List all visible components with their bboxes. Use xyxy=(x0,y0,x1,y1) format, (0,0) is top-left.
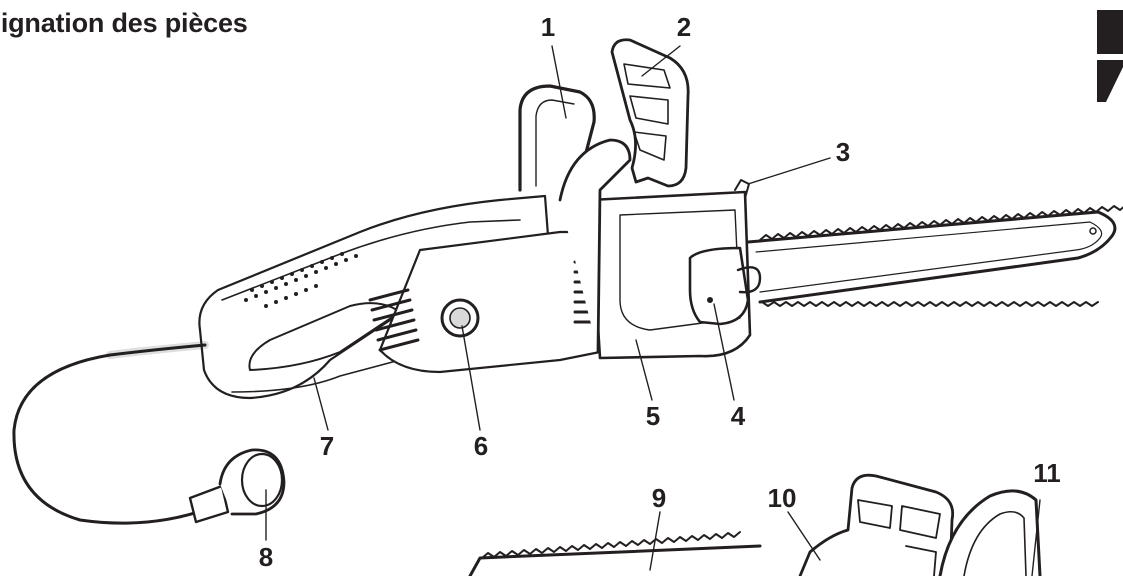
power-cord xyxy=(12,343,212,525)
guide-bar xyxy=(746,210,1117,304)
lock-knob xyxy=(440,298,480,338)
callout-5: 5 xyxy=(645,401,661,431)
chain-bottom xyxy=(761,301,1099,307)
callout-4: 4 xyxy=(730,401,746,431)
sprocket-cover xyxy=(688,246,762,326)
leader-lines xyxy=(265,45,1041,576)
page-heading: signation des pièces xyxy=(0,8,248,38)
power-plug xyxy=(188,448,286,524)
section-tab-glyph xyxy=(1097,60,1123,102)
grip-dots xyxy=(244,252,358,308)
inset-view xyxy=(468,473,1042,576)
chain-top xyxy=(759,205,1123,241)
chain-tensioner xyxy=(734,179,750,199)
callout-2: 2 xyxy=(676,12,692,42)
callout-1: 1 xyxy=(540,12,556,42)
hand-guard xyxy=(610,38,690,188)
callout-6: 6 xyxy=(473,431,489,461)
callout-3: 3 xyxy=(835,137,851,167)
callout-9: 9 xyxy=(651,483,667,513)
callout-11: 11 xyxy=(1033,458,1061,488)
callout-7: 7 xyxy=(319,431,335,461)
callout-8: 8 xyxy=(258,542,274,572)
section-tab xyxy=(1097,10,1123,54)
callout-10: 10 xyxy=(767,483,797,513)
